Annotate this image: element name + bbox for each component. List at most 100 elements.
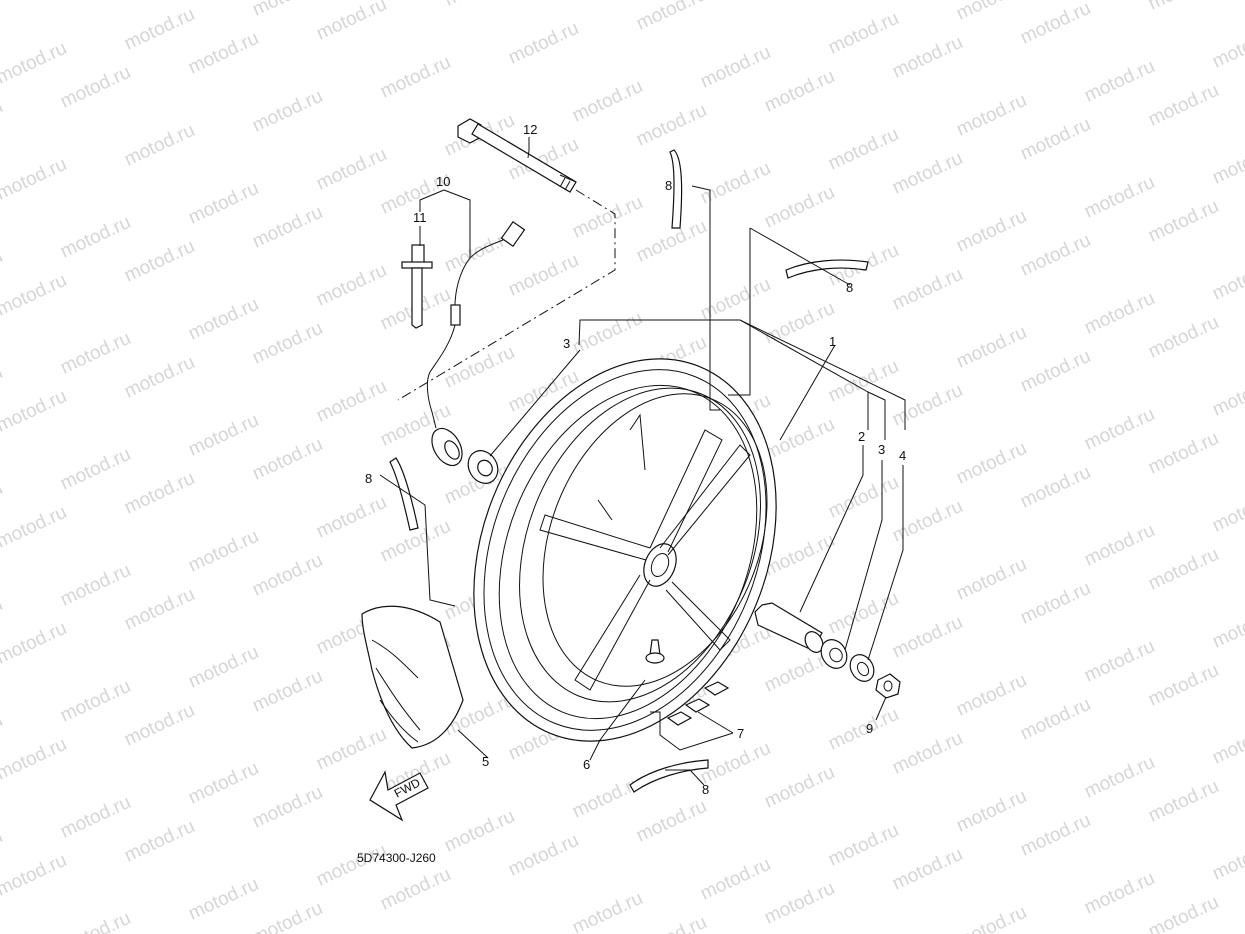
watermark-text: motod.ru — [1081, 56, 1158, 107]
watermark-text: motod.ru — [1017, 0, 1094, 49]
watermark-text: motod.ru — [185, 294, 262, 345]
callout-11: 11 — [413, 210, 427, 225]
watermark-text: motod.ru — [697, 274, 774, 325]
watermark-text: motod.ru — [1209, 22, 1245, 73]
bearing-right — [820, 639, 848, 669]
callout-2: 2 — [858, 429, 865, 444]
watermark-text: motod.ru — [761, 414, 838, 465]
watermark-text: motod.ru — [1209, 486, 1245, 537]
watermark-text: motod.ru — [0, 734, 70, 785]
watermark-text: motod.ru — [825, 472, 902, 523]
watermark-text: motod.ru — [313, 376, 390, 427]
watermark-text: motod.ru — [185, 28, 262, 79]
oil-seal — [849, 654, 875, 682]
tire-segment — [361, 605, 464, 749]
rim-tape-pieces — [389, 149, 869, 793]
collar-9 — [875, 673, 901, 699]
watermark-text: motod.ru — [761, 878, 838, 929]
watermark-text: motod.ru — [57, 908, 134, 934]
watermark-text: motod.ru — [825, 588, 902, 639]
watermark-text: motod.ru — [953, 322, 1030, 373]
watermark-text: motod.ru — [1209, 254, 1245, 305]
watermark-text: motod.ru — [889, 148, 966, 199]
watermark-text: motod.ru — [121, 352, 198, 403]
callout-4: 4 — [899, 448, 906, 463]
watermark-text: motod.ru — [57, 62, 134, 113]
watermark-text: motod.ru — [953, 90, 1030, 141]
watermark-text: motod.ru — [121, 700, 198, 751]
callout-1: 1 — [829, 334, 836, 349]
watermark-text: motod.ru — [633, 0, 710, 35]
watermark-text: motod.ru — [761, 66, 838, 117]
watermark-text: motod.ru — [313, 724, 390, 775]
watermark-text: motod.ru — [889, 380, 966, 431]
callout-10: 10 — [436, 174, 450, 189]
watermark-text: motod.ru — [377, 52, 454, 103]
watermark-text: motod.ru — [697, 854, 774, 905]
watermark-text: motod.ru — [825, 8, 902, 59]
watermark-text: motod.ru — [1017, 810, 1094, 861]
watermark-text: motod.ru — [889, 844, 966, 895]
watermark-text: motod.ru — [1145, 0, 1222, 15]
watermark-text: motod.ru — [761, 182, 838, 233]
watermark-text: motod.ru — [249, 898, 326, 934]
watermark-text: motod.ru — [249, 782, 326, 833]
watermark-text: motod.ru — [889, 728, 966, 779]
watermark-text: motod.ru — [505, 250, 582, 301]
watermark-text: motod.ru — [761, 0, 838, 1]
watermark-text: motod.ru — [1145, 196, 1222, 247]
watermark-text: motod.ru — [505, 830, 582, 881]
watermark-text: motod.ru — [1017, 462, 1094, 513]
watermark-text: motod.ru — [57, 676, 134, 727]
watermark-text: motod.ru — [121, 236, 198, 287]
watermark-text: motod.ru — [0, 478, 6, 529]
wheel-speed-sensor — [426, 220, 526, 467]
watermark-text: motod.ru — [313, 492, 390, 543]
watermark-text: motod.ru — [953, 670, 1030, 721]
watermark-text: motod.ru — [441, 0, 518, 11]
watermark-text: motod.ru — [313, 260, 390, 311]
watermark-text: motod.ru — [1209, 370, 1245, 421]
wheel-collar — [754, 602, 824, 653]
watermark-text: motod.ru — [1209, 602, 1245, 653]
watermark-text: motod.ru — [953, 206, 1030, 257]
callout-8-left: 8 — [365, 471, 372, 486]
watermark-text: motod.ru — [57, 560, 134, 611]
watermark-text: motod.ru — [825, 820, 902, 871]
watermark-text: motod.ru — [1209, 138, 1245, 189]
bearing-left — [467, 450, 499, 484]
callout-3-right: 3 — [878, 442, 885, 457]
watermark-text: motod.ru — [185, 526, 262, 577]
watermark-text: motod.ru — [121, 816, 198, 867]
watermark-text: motod.ru — [1209, 834, 1245, 885]
watermark-text: motod.ru — [313, 144, 390, 195]
watermark-text: motod.ru — [1017, 578, 1094, 629]
watermark-text: motod.ru — [761, 298, 838, 349]
watermark-text: motod.ru — [121, 120, 198, 171]
watermark-text: motod.ru — [953, 554, 1030, 605]
watermark-text: motod.ru — [953, 902, 1030, 934]
cast-wheel — [473, 358, 777, 742]
watermark-text: motod.ru — [57, 792, 134, 843]
watermark-text: motod.ru — [249, 202, 326, 253]
watermark-text: motod.ru — [1145, 892, 1222, 934]
watermark-text: motod.ru — [697, 42, 774, 93]
watermark-text: motod.ru — [185, 178, 262, 229]
watermark-text: motod.ru — [1081, 172, 1158, 223]
watermark-text: motod.ru — [953, 0, 1030, 25]
watermark-text: motod.ru — [1081, 520, 1158, 571]
watermark-text: motod.ru — [185, 410, 262, 461]
watermark-text: motod.ru — [1081, 288, 1158, 339]
callout-12: 12 — [523, 122, 537, 137]
callout-6: 6 — [583, 757, 590, 772]
watermark-text: motod.ru — [1145, 776, 1222, 827]
watermark-text: motod.ru — [121, 584, 198, 635]
watermark-text: motod.ru — [633, 796, 710, 847]
watermark-text: motod.ru — [249, 86, 326, 137]
leader-lines — [379, 137, 906, 786]
watermark-text: motod.ru — [57, 212, 134, 263]
watermark-text: motod.ru — [313, 0, 390, 45]
watermark-text: motod.ru — [505, 18, 582, 69]
watermark-text: motod.ru — [633, 100, 710, 151]
callout-8-top: 8 — [665, 178, 672, 193]
